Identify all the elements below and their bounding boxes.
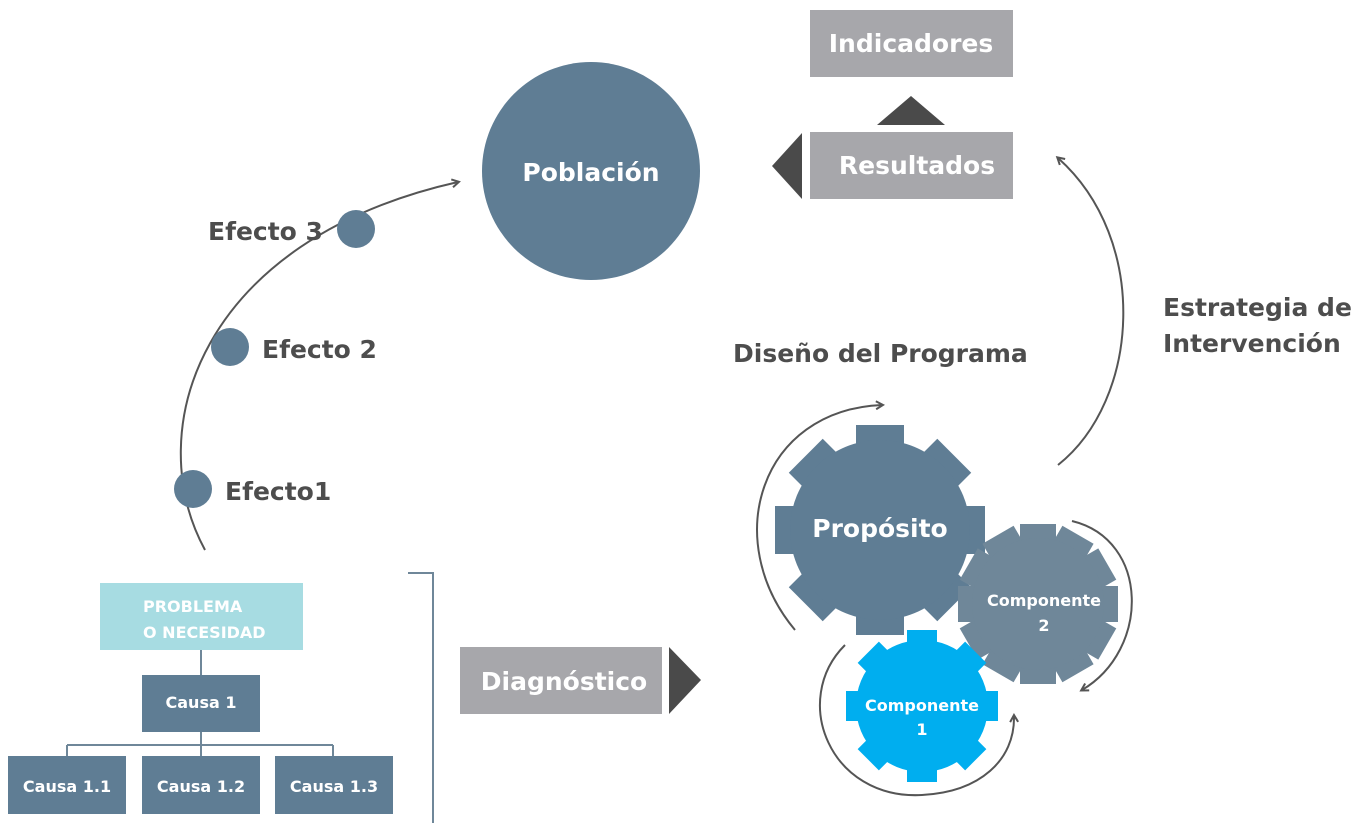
efecto1-label: Efecto1 <box>225 477 331 506</box>
proposito-rotation-arrow <box>756 405 882 631</box>
causa11-box <box>8 756 126 814</box>
tree-bracket <box>408 572 434 823</box>
design-title: Diseño del Programa <box>733 339 1028 368</box>
problema-label-line1: PROBLEMA <box>143 597 243 616</box>
right-triangle-icon <box>669 647 701 714</box>
componente2-label-line1: Componente <box>987 591 1101 610</box>
componente1-rotation-arrow <box>819 644 1014 797</box>
indicadores-label: Indicadores <box>829 29 994 58</box>
efecto3-label: Efecto 3 <box>208 217 323 246</box>
resultados-box <box>810 132 1013 199</box>
poblacion-label: Población <box>522 158 659 187</box>
componente2-rotation-arrow <box>1071 520 1133 690</box>
componente1-label-line2: 1 <box>916 720 927 739</box>
diagnostico-label: Diagnóstico <box>481 667 647 696</box>
efecto1-dot <box>174 470 212 508</box>
proposito-label: Propósito <box>812 514 947 543</box>
left-triangle-icon <box>772 133 802 199</box>
componente2-label-line2: 2 <box>1038 616 1049 635</box>
causa1-box <box>142 675 260 732</box>
componente1-gear <box>856 640 988 772</box>
causa11-label: Causa 1.1 <box>23 777 111 796</box>
strategy-arc <box>1058 158 1125 466</box>
strategy-label-line2: Intervención <box>1163 329 1341 358</box>
indicadores-box <box>810 10 1013 77</box>
problema-box <box>100 583 303 650</box>
efecto3-dot <box>337 210 375 248</box>
componente2-gear <box>972 538 1104 670</box>
proposito-gear <box>790 440 970 620</box>
causa1-label: Causa 1 <box>166 693 237 712</box>
strategy-label-line1: Estrategia de <box>1163 293 1352 322</box>
poblacion-circle <box>482 62 700 280</box>
resultados-label: Resultados <box>839 151 995 180</box>
causa12-label: Causa 1.2 <box>157 777 245 796</box>
causa12-box <box>142 756 260 814</box>
diagnostico-box <box>460 647 662 714</box>
componente1-label-line1: Componente <box>865 696 979 715</box>
causa13-box <box>275 756 393 814</box>
efecto2-label: Efecto 2 <box>262 335 377 364</box>
up-triangle-icon <box>877 96 945 125</box>
causa13-label: Causa 1.3 <box>290 777 378 796</box>
problema-label-line2: O NECESIDAD <box>143 623 266 642</box>
efecto2-dot <box>211 328 249 366</box>
